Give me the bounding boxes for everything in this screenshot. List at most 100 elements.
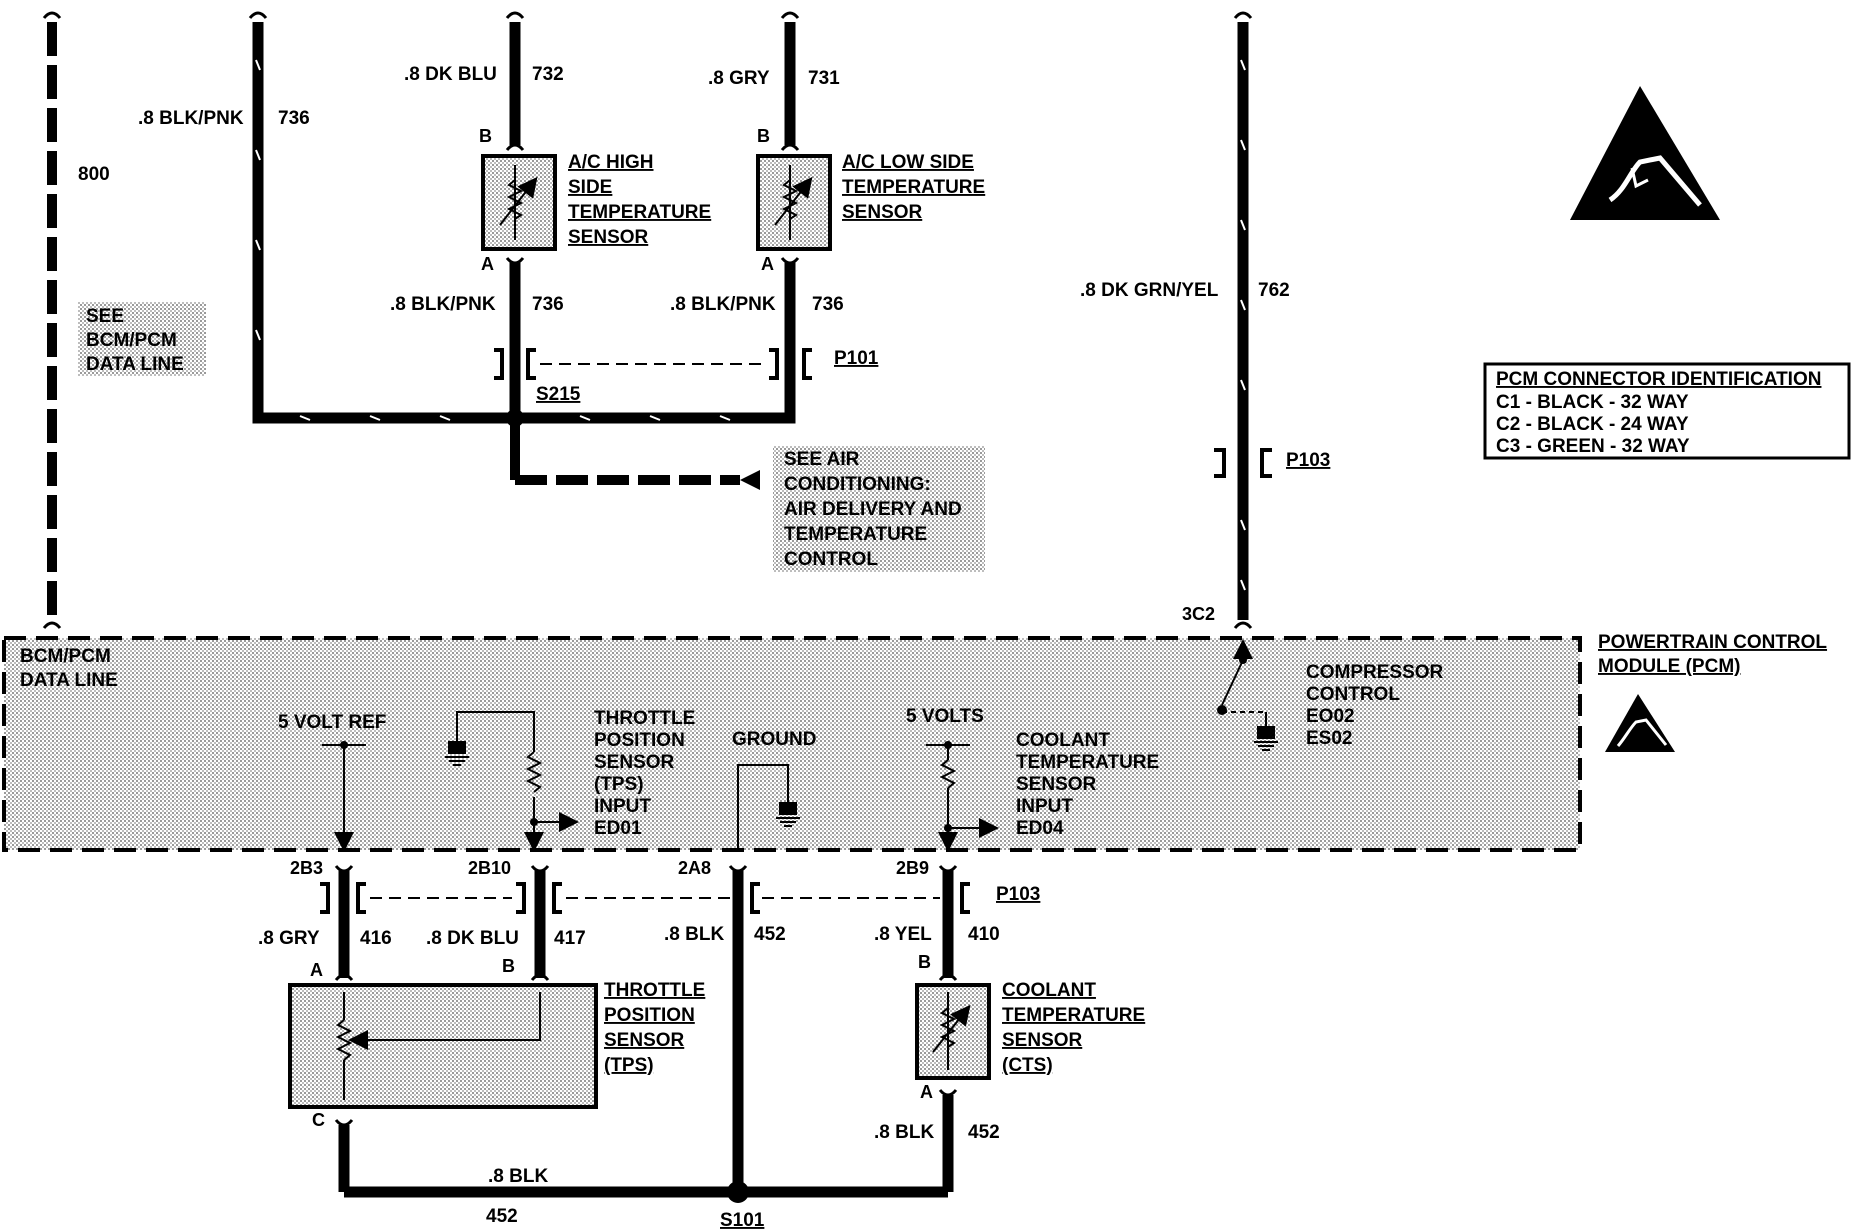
tps-label-1: THROTTLE (604, 980, 705, 1001)
pcm-cts-line-3: SENSOR (1016, 774, 1097, 795)
label-wire-410-spec: .8 YEL (874, 924, 932, 945)
label-connector-p101: P101 (834, 348, 879, 369)
pcm-tps-line-2: POSITION (594, 730, 685, 751)
pcm-compressor-line-1: COMPRESSOR (1306, 662, 1444, 683)
label-wire-452a-num: 452 (754, 924, 786, 945)
label-splice-s101: S101 (720, 1210, 765, 1231)
label-wire-416-num: 416 (360, 928, 392, 949)
pin-ac-high-b: B (479, 126, 492, 146)
pcm-tps-line-5: INPUT (594, 796, 651, 817)
label-wire-732-num: 732 (532, 64, 564, 85)
wire-800 (42, 11, 62, 629)
wire-762 (1233, 11, 1253, 629)
label-wire-452c-num: 452 (486, 1206, 518, 1227)
pcm-title-line-1: POWERTRAIN CONTROL (1598, 632, 1827, 653)
wire-452-tps (334, 1119, 948, 1198)
pcm-ground-label: GROUND (732, 729, 816, 750)
pcm-cts-line-5: ED04 (1016, 818, 1064, 839)
label-wire-736-left-spec: .8 BLK/PNK (138, 108, 244, 129)
wire-410 (938, 865, 958, 981)
pcm-5-volts-label: 5 VOLTS (906, 706, 984, 727)
pcm-pin-2b10: 2B10 (468, 858, 511, 878)
pcm-cts-input-circuit (926, 741, 999, 852)
label-wire-416-spec: .8 GRY (258, 928, 320, 949)
connector-p103-bottom (320, 882, 970, 914)
ac-low-side-sensor (756, 154, 832, 251)
pin-cts-a: A (920, 1082, 933, 1102)
see-bcm-line-3: DATA LINE (86, 354, 184, 375)
pcm-tps-line-1: THROTTLE (594, 708, 695, 729)
label-wire-452b-spec: .8 BLK (874, 1122, 934, 1143)
label-wire-762-spec: .8 DK GRN/YEL (1080, 280, 1219, 301)
see-bcm-box (78, 302, 206, 376)
pcm-data-line-1: BCM/PCM (20, 646, 111, 667)
label-wire-736-high-spec: .8 BLK/PNK (390, 294, 496, 315)
esd-warning-icon (1605, 694, 1675, 752)
pcm-5v-ref (322, 741, 366, 852)
esd-warning-icon (1570, 86, 1720, 220)
pcm-cts-line-2: TEMPERATURE (1016, 752, 1159, 773)
see-ac-line-5: CONTROL (784, 549, 878, 570)
label-wire-417-num: 417 (554, 928, 586, 949)
pcm-connector-id-row-1: C1 - BLACK - 32 WAY (1496, 392, 1689, 413)
wire-731 (780, 11, 800, 151)
ac-low-label-1: A/C LOW SIDE (842, 152, 974, 173)
pcm-compressor-line-2: CONTROL (1306, 684, 1400, 705)
label-wire-452a-spec: .8 BLK (664, 924, 724, 945)
label-wire-731-spec: .8 GRY (708, 68, 770, 89)
ac-high-label-1: A/C HIGH (568, 152, 654, 173)
label-wire-731-num: 731 (808, 68, 840, 89)
pcm-compressor-switch (1217, 639, 1278, 751)
ac-low-label-3: SENSOR (842, 202, 923, 223)
pcm-pin-2b9: 2B9 (896, 858, 929, 878)
label-wire-800: 800 (78, 164, 110, 185)
cts-label-2: TEMPERATURE (1002, 1005, 1145, 1026)
pcm-tps-line-3: SENSOR (594, 752, 675, 773)
pcm-pin-2a8: 2A8 (678, 858, 711, 878)
tps-label-2: POSITION (604, 1005, 695, 1026)
see-ac-line-4: TEMPERATURE (784, 524, 927, 545)
see-ac-line-1: SEE AIR (784, 449, 860, 470)
splice-s215 (506, 409, 760, 490)
see-ac-box (773, 446, 985, 572)
pin-tps-b: B (502, 956, 515, 976)
ac-high-side-sensor (481, 154, 557, 251)
see-bcm-line-2: BCM/PCM (86, 330, 177, 351)
label-splice-s215: S215 (536, 384, 581, 405)
pin-ac-high-a: A (481, 254, 494, 274)
label-connector-p103-top: P103 (1286, 450, 1330, 471)
cts-label-3: SENSOR (1002, 1030, 1083, 1051)
pcm-connector-id-row-2: C2 - BLACK - 24 WAY (1496, 414, 1689, 435)
coolant-temperature-sensor (915, 983, 991, 1080)
pcm-connector-id-table (1483, 362, 1851, 460)
pcm-tps-line-6: ED01 (594, 818, 642, 839)
label-wire-417-spec: .8 DK BLU (426, 928, 519, 949)
connector-p101 (494, 348, 812, 380)
wire-736-high (505, 257, 525, 418)
pcm-pin-2b3: 2B3 (290, 858, 323, 878)
pin-ac-low-a: A (761, 254, 774, 274)
cts-label-4: (CTS) (1002, 1055, 1053, 1076)
ac-high-label-2: SIDE (568, 177, 612, 198)
label-wire-736-left-num: 736 (278, 108, 310, 129)
pcm-compressor-line-3: EO02 (1306, 706, 1355, 727)
ac-low-label-2: TEMPERATURE (842, 177, 985, 198)
label-wire-732-spec: .8 DK BLU (404, 64, 497, 85)
label-wire-452c-spec: .8 BLK (488, 1166, 548, 1187)
wire-452-main (728, 865, 748, 1190)
pcm-connector-id-row-3: C3 - GREEN - 32 WAY (1496, 436, 1690, 457)
label-wire-736-low-spec: .8 BLK/PNK (670, 294, 776, 315)
tps-label-3: SENSOR (604, 1030, 685, 1051)
label-wire-452b-num: 452 (968, 1122, 1000, 1143)
pin-cts-b: B (918, 952, 931, 972)
label-wire-762-num: 762 (1258, 280, 1290, 301)
label-wire-736-high-num: 736 (532, 294, 564, 315)
pcm-compressor-line-4: ES02 (1306, 728, 1352, 749)
see-bcm-line-1: SEE (86, 306, 124, 327)
wire-736-low (780, 257, 800, 418)
label-wire-410-num: 410 (968, 924, 1000, 945)
pin-tps-c: C (312, 1110, 325, 1130)
pcm-ground-circuit (737, 764, 800, 848)
label-wire-736-low-num: 736 (812, 294, 844, 315)
